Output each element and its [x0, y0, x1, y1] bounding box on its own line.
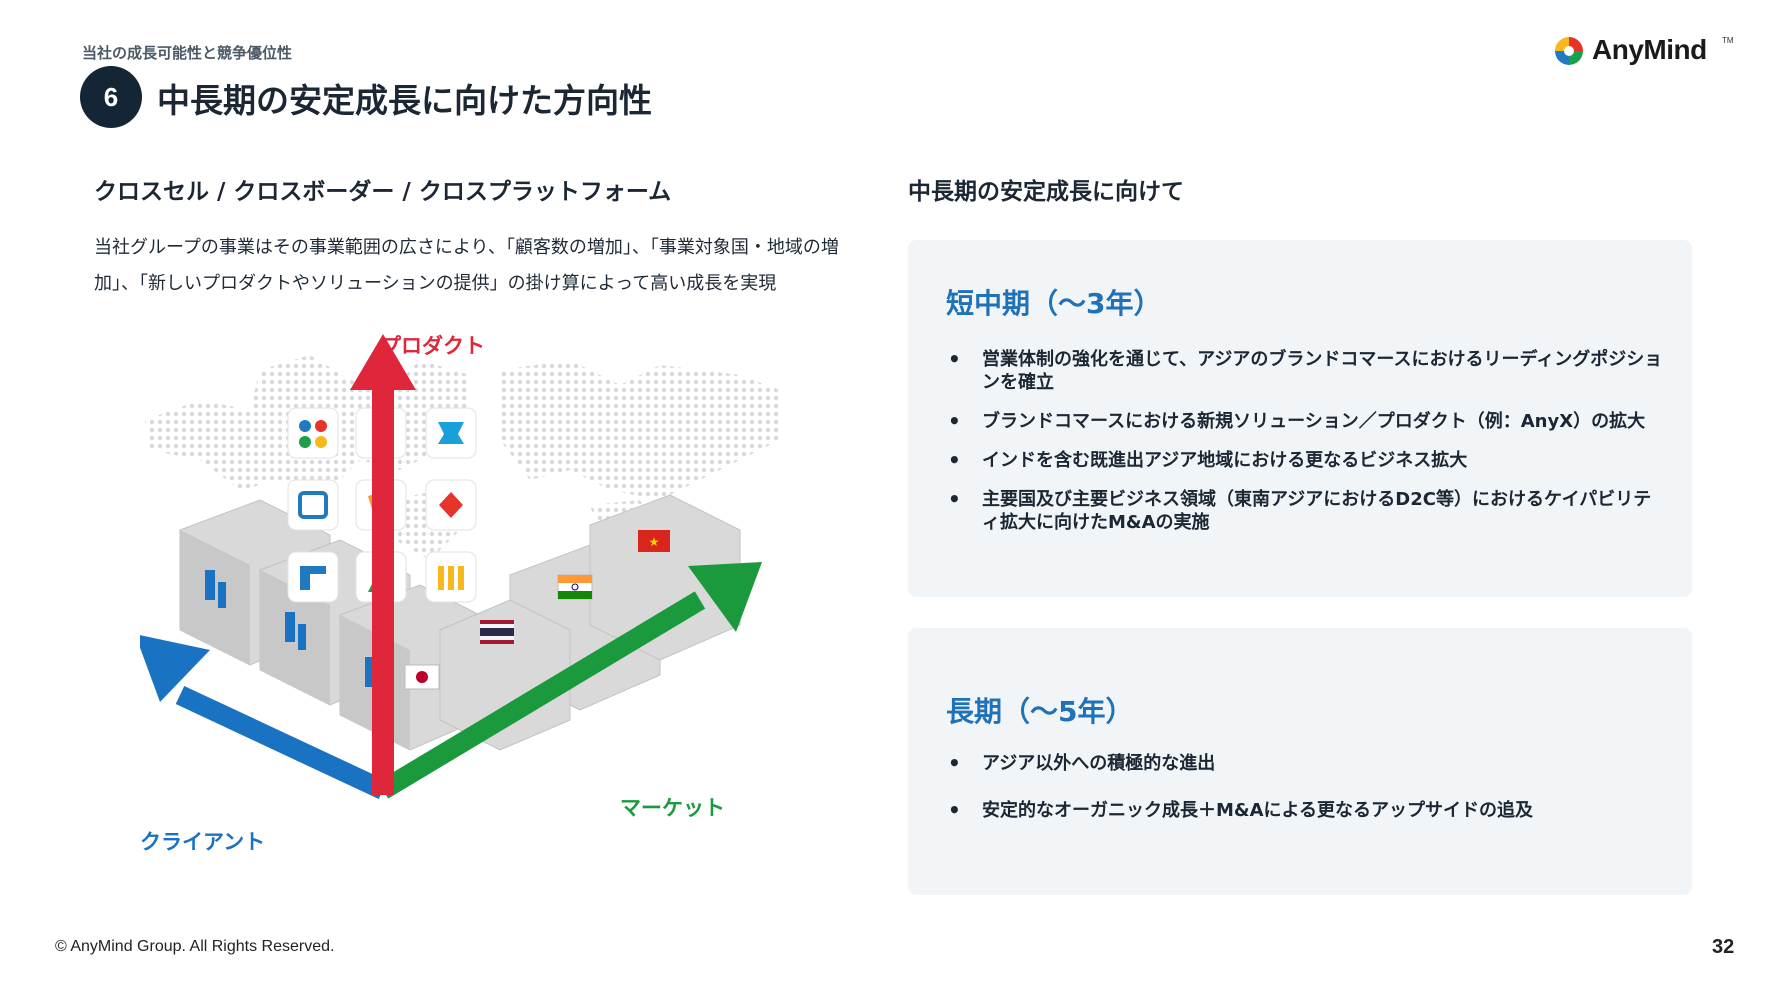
flag-japan-icon	[404, 664, 440, 690]
logo-trademark: TM	[1722, 36, 1734, 45]
list-item: •アジア以外への積極的な進出	[948, 751, 1216, 775]
page-number: 32	[1712, 936, 1735, 958]
axis-label-client: クライアント	[140, 830, 266, 854]
short-mid-term-panel: 短中期（〜3年） •営業体制の強化を通じて、アジアのブランドコマースにおけるリー…	[908, 240, 1692, 597]
product-icon-anylogi	[438, 422, 464, 444]
bullet-text: 安定的なオーガニック成長＋M&Aによる更なるアップサイドの追及	[982, 800, 1533, 821]
page-title: 中長期の安定成長に向けた方向性	[157, 81, 652, 120]
flag-india-icon	[557, 574, 593, 600]
list-item: •インドを含む既進出アジア地域における更なるビジネス拡大	[948, 448, 1468, 472]
product-icon-anyx	[299, 420, 327, 448]
anymind-logo-mark-icon	[1555, 37, 1583, 65]
short-mid-term-list: •営業体制の強化を通じて、アジアのブランドコマースにおけるリーディングポジション…	[946, 348, 1666, 534]
long-term-list: •アジア以外への積極的な進出 •安定的なオーガニック成長＋M&Aによる更なるアッ…	[946, 752, 1666, 822]
left-body-text: 当社グループの事業はその事業範囲の広さにより、「顧客数の増加」、「事業対象国・地…	[94, 237, 839, 294]
list-item: •ブランドコマースにおける新規ソリューション／プロダクト（例：AnyX）の拡大	[948, 409, 1646, 433]
product-icon-anydigital	[298, 491, 328, 519]
breadcrumb: 当社の成長可能性と競争優位性	[82, 44, 293, 62]
short-mid-term-title: 短中期（〜3年）	[946, 287, 1162, 320]
product-icon-anycreator	[438, 566, 464, 590]
axis-label-product: プロダクト	[380, 334, 485, 358]
logo-wordmark: AnyMind	[1592, 34, 1707, 65]
growth-axes-illustration: ★	[135, 330, 880, 910]
section-number-badge: 6	[80, 66, 142, 128]
bullet-text: 営業体制の強化を通じて、アジアのブランドコマースにおけるリーディングポジションを…	[982, 349, 1663, 393]
flag-thailand-icon	[480, 620, 514, 644]
list-item: •安定的なオーガニック成長＋M&Aによる更なるアップサイドの追及	[948, 798, 1533, 822]
bullet-text: アジア以外への積極的な進出	[982, 753, 1216, 774]
left-heading: クロスセル / クロスボーダー / クロスプラットフォーム	[94, 179, 672, 205]
product-icon-anychat	[439, 492, 463, 518]
axis-label-market: マーケット	[620, 796, 725, 820]
arrow-client	[135, 634, 388, 800]
list-item: •主要国及び主要ビジネス領域（東南アジアにおけるD2C等）におけるケイパビリティ…	[948, 487, 1652, 534]
list-item: •営業体制の強化を通じて、アジアのブランドコマースにおけるリーディングポジション…	[948, 347, 1663, 394]
anymind-logo: AnyMind TM	[1552, 34, 1734, 70]
bullet-text: ブランドコマースにおける新規ソリューション／プロダクト（例：AnyX）の拡大	[982, 411, 1646, 432]
bullet-text: 主要国及び主要ビジネス領域（東南アジアにおけるD2C等）におけるケイパビリティ拡…	[982, 489, 1652, 533]
long-term-title: 長期（〜5年）	[946, 695, 1134, 728]
arrow-product	[350, 334, 416, 795]
right-heading: 中長期の安定成長に向けて	[908, 179, 1184, 205]
footer-copyright: © AnyMind Group. All Rights Reserved.	[55, 938, 335, 955]
growth-cube-graphic: ★	[135, 334, 780, 800]
long-term-panel: 長期（〜5年） •アジア以外への積極的な進出 •安定的なオーガニック成長＋M&A…	[908, 628, 1692, 895]
flag-vietnam-icon: ★	[638, 530, 670, 552]
product-icon-anymanager	[300, 566, 326, 590]
svg-text:★: ★	[649, 535, 660, 549]
arrow-market	[377, 562, 762, 799]
bullet-text: インドを含む既進出アジア地域における更なるビジネス拡大	[982, 450, 1468, 471]
